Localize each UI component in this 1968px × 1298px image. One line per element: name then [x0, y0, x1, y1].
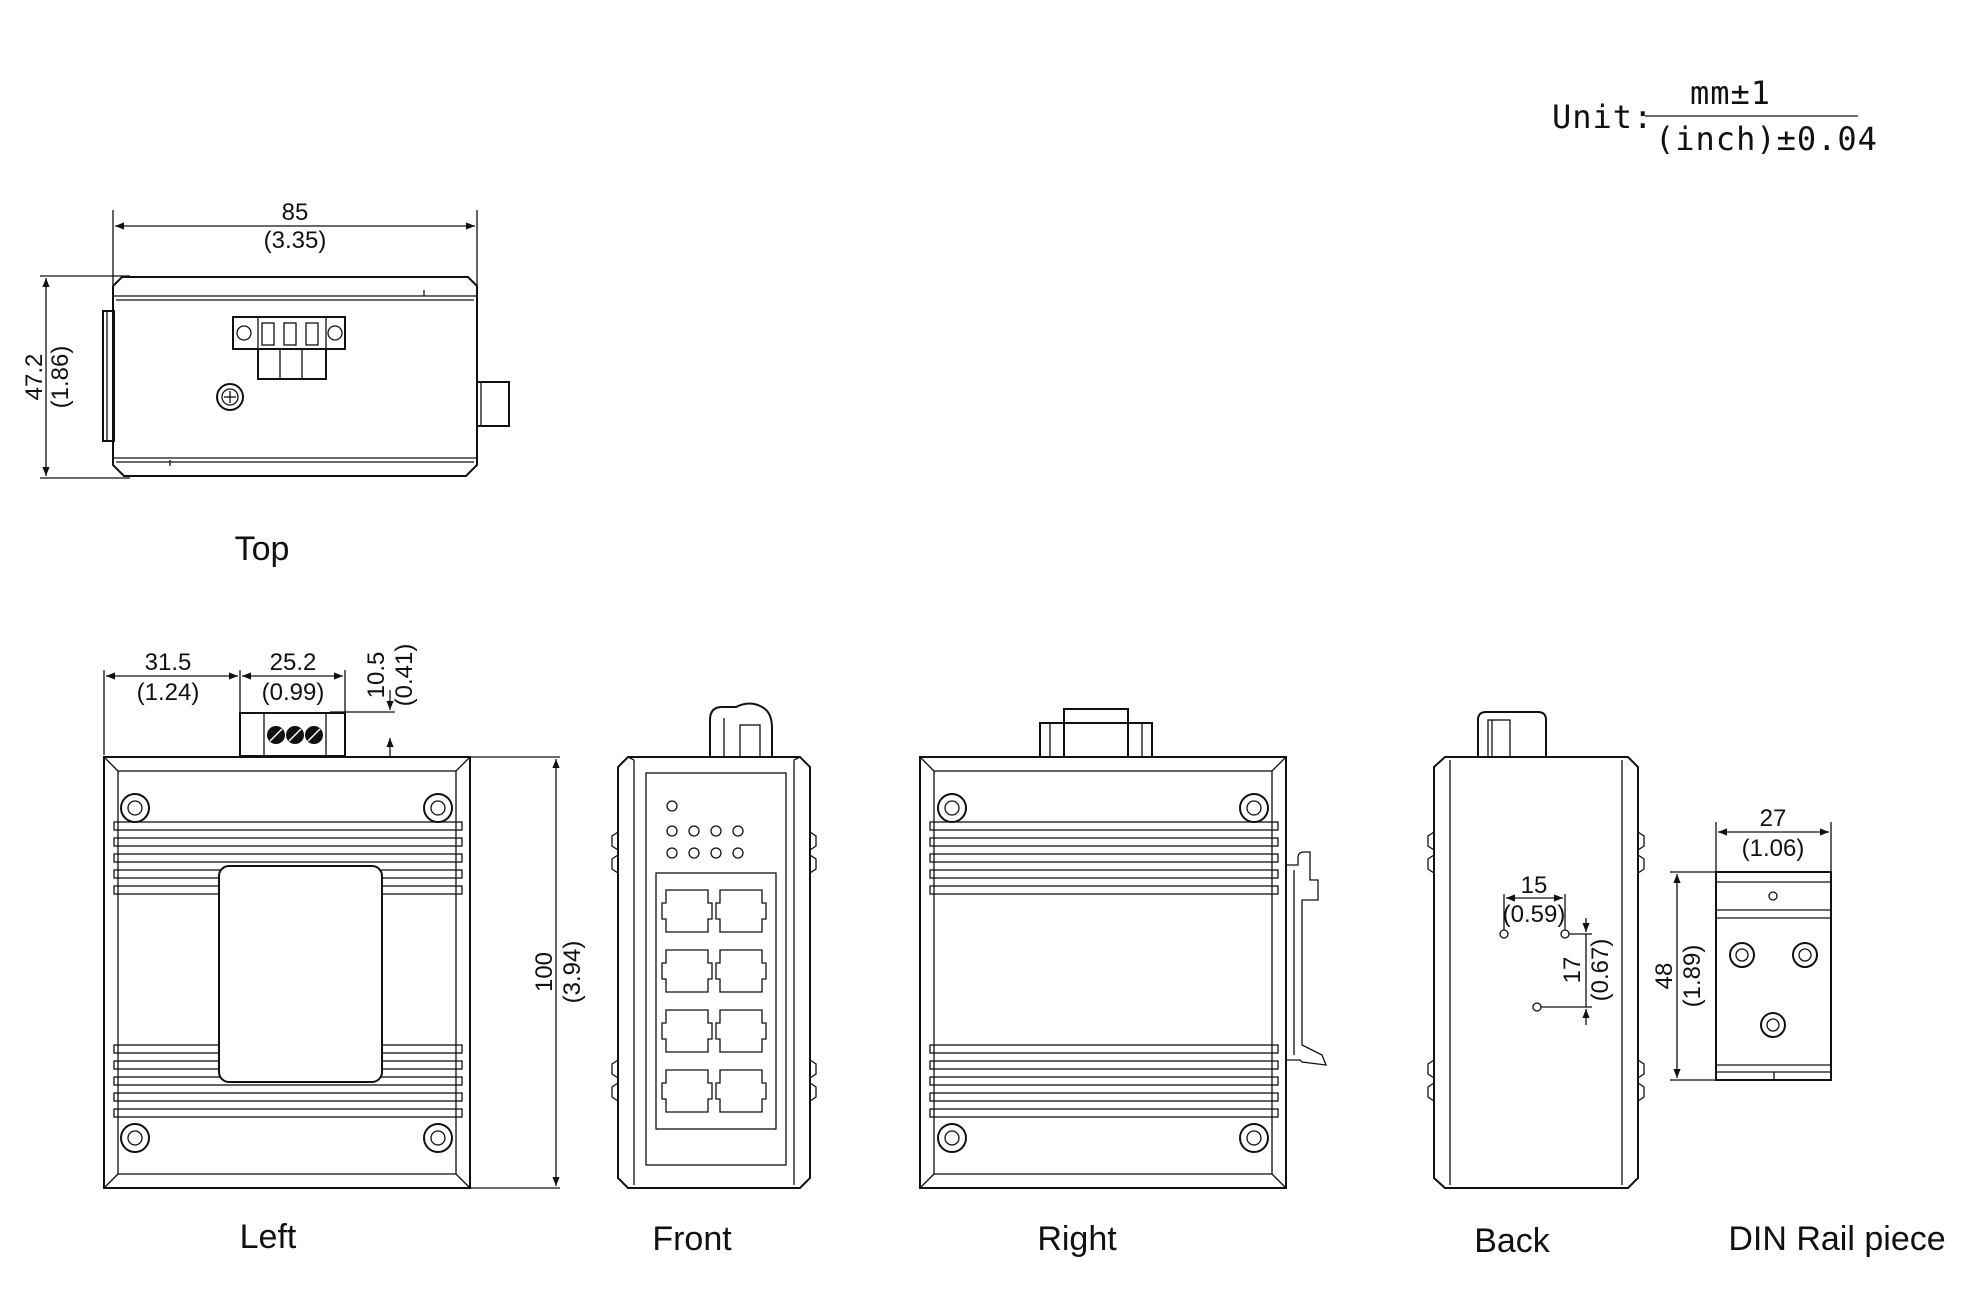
- left-body-outline: [103, 756, 471, 1189]
- right-top-plug: [1039, 708, 1153, 758]
- rj45-port-block: [655, 872, 777, 1130]
- back-hole-v-mm: 17: [1559, 957, 1586, 984]
- top-terminal-block: [232, 316, 346, 380]
- back-view: 15 (0.59) 17 (0.67) Back: [1427, 711, 1645, 1260]
- din-rail-view: 27 (1.06) 48 (1.89) DIN Rail piece: [1651, 805, 1946, 1258]
- din-height-in: (1.89): [1679, 945, 1706, 1008]
- right-screws: [937, 793, 1269, 1153]
- right-ribs-top: [929, 821, 1279, 895]
- back-side-grips: [1427, 831, 1645, 1102]
- rj45-port-icon: [715, 889, 767, 933]
- top-left-flange: [102, 310, 115, 442]
- rj45-ports: [661, 889, 767, 1113]
- rj45-port-icon: [661, 1069, 713, 1113]
- top-width-in: (3.35): [264, 227, 327, 254]
- top-width-mm: 85: [282, 199, 309, 226]
- din-rail-view-label: DIN Rail piece: [1728, 1220, 1945, 1258]
- back-hole-h-mm: 15: [1521, 872, 1548, 899]
- height-in: (3.94): [559, 941, 586, 1004]
- back-hole: [1560, 929, 1570, 939]
- front-body-outline: [617, 756, 811, 1189]
- unit-numerator: mm±1: [1690, 74, 1771, 112]
- din-rail-outline: [1715, 871, 1832, 1081]
- ground-screw-icon: [216, 383, 244, 411]
- right-ribs-bottom: [929, 1044, 1279, 1118]
- terminal-height-in: (0.41): [391, 644, 418, 707]
- unit-note: Unit: mm±1 (inch)±0.04: [1552, 74, 1878, 158]
- height-mm: 100: [531, 952, 558, 992]
- unit-denominator: (inch)±0.04: [1655, 120, 1878, 158]
- right-din-clip: [1286, 851, 1328, 1066]
- rj45-port-icon: [715, 1069, 767, 1113]
- right-body-outline: [919, 756, 1287, 1189]
- terminal-width-in: (0.99): [262, 679, 325, 706]
- top-view-label: Top: [235, 530, 290, 568]
- rj45-port-icon: [661, 1009, 713, 1053]
- back-hole-v-in: (0.67): [1587, 939, 1614, 1002]
- din-rail-screws: [1729, 942, 1818, 1038]
- left-offset-mm: 31.5: [145, 649, 192, 676]
- back-top-plug: [1477, 711, 1547, 758]
- back-hole-h-in: (0.59): [1503, 901, 1566, 928]
- top-depth-in: (1.86): [47, 346, 74, 409]
- led-indicators: [666, 800, 744, 859]
- terminal-width-mm: 25.2: [270, 649, 317, 676]
- front-panel: [645, 772, 787, 1166]
- back-body-outline: [1433, 756, 1639, 1189]
- front-side-grips: [611, 831, 817, 1102]
- rj45-port-icon: [661, 949, 713, 993]
- din-height-mm: 48: [1651, 963, 1678, 990]
- front-din-clip: [709, 702, 773, 758]
- din-width-mm: 27: [1760, 805, 1787, 832]
- rj45-port-icon: [661, 889, 713, 933]
- top-depth-mm: 47.2: [21, 354, 48, 401]
- left-screws: [120, 793, 453, 1153]
- din-width-in: (1.06): [1742, 835, 1805, 862]
- terminal-height-mm: 10.5: [363, 652, 390, 699]
- top-right-plug: [476, 381, 510, 427]
- front-view: Front: [611, 702, 817, 1258]
- left-label-plate: [218, 865, 383, 1083]
- top-body-outline: [112, 276, 478, 477]
- front-view-label: Front: [652, 1220, 732, 1258]
- left-view: 31.5 (1.24) 25.2 (0.99) 10.5 (0.41) 100 …: [103, 644, 586, 1256]
- top-view: 85 (3.35) 47.2 (1.86): [21, 199, 510, 568]
- back-hole: [1532, 1002, 1542, 1012]
- rj45-port-icon: [715, 949, 767, 993]
- left-terminal-block: [239, 712, 346, 757]
- back-hole: [1499, 929, 1509, 939]
- back-view-label: Back: [1474, 1222, 1551, 1260]
- right-view-label: Right: [1037, 1220, 1117, 1258]
- unit-prefix: Unit:: [1552, 98, 1653, 136]
- left-offset-in: (1.24): [137, 679, 200, 706]
- rj45-port-icon: [715, 1009, 767, 1053]
- left-view-label: Left: [240, 1218, 297, 1256]
- right-view: Right: [919, 708, 1328, 1258]
